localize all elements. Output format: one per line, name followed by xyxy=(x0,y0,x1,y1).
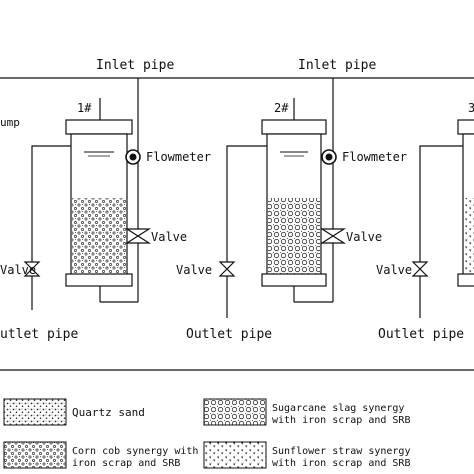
inlet-pipe-label-2: Inlet pipe xyxy=(298,58,376,73)
pump-label: ump xyxy=(0,116,20,129)
column-3: 3 xyxy=(419,101,474,318)
legend-sugarcane-line1: Sugarcane slag synergy xyxy=(272,403,404,414)
outlet-pipe-label-3: Outlet pipe xyxy=(378,327,464,342)
outlet-pipe-label-1: utlet pipe xyxy=(0,327,78,342)
column-1-label: 1# xyxy=(77,101,92,115)
column-3-label: 3 xyxy=(468,101,474,115)
column-1-top-flange xyxy=(65,119,133,135)
legend-sunflower-line1: Sunflower straw synergy xyxy=(272,446,410,457)
column-2: 2# xyxy=(226,78,334,318)
valve-icon xyxy=(23,261,41,277)
valve-label-c: Valve xyxy=(346,230,382,244)
valve-icon xyxy=(319,228,347,244)
column-2-top-flange xyxy=(261,119,327,135)
legend-swatch-sugarcane xyxy=(203,398,267,426)
valve-label-d: Valve xyxy=(176,263,212,277)
legend-corncob-line2: iron scrap and SRB xyxy=(72,458,180,469)
legend-sugarcane-line2: with iron scrap and SRB xyxy=(272,415,410,426)
flowmeter-1-label: Flowmeter xyxy=(146,150,211,164)
valve-icon xyxy=(218,261,236,277)
flowmeter-2-label: Flowmeter xyxy=(342,150,407,164)
outlet-pipe-label-2: Outlet pipe xyxy=(186,327,272,342)
column-1-bottom-flange xyxy=(65,273,133,287)
legend: Quartz sand Sugarcane slag synergy with … xyxy=(3,398,410,469)
inlet-pipe-label-1: Inlet pipe xyxy=(96,58,174,73)
column-2-label: 2# xyxy=(274,101,289,115)
legend-sunflower-line2: with iron scrap and SRB xyxy=(272,458,410,469)
legend-quartz-sand: Quartz sand xyxy=(72,406,145,419)
legend-swatch-quartz xyxy=(3,398,67,426)
valve-label-b: Valve xyxy=(0,263,36,277)
valve-label-a: Valve xyxy=(151,230,187,244)
column-1-fill xyxy=(72,198,126,274)
column-2-bottom-flange xyxy=(261,273,327,287)
legend-swatch-sunflower xyxy=(203,441,267,469)
column-2-fill xyxy=(268,198,320,274)
legend-corncob-line1: Corn cob synergy with xyxy=(72,446,198,457)
column-1: 1# xyxy=(31,78,139,310)
valve-icon xyxy=(411,261,429,277)
valve-label-e: Valve xyxy=(376,263,412,277)
valve-icon xyxy=(124,228,152,244)
legend-swatch-corncob xyxy=(3,441,67,469)
